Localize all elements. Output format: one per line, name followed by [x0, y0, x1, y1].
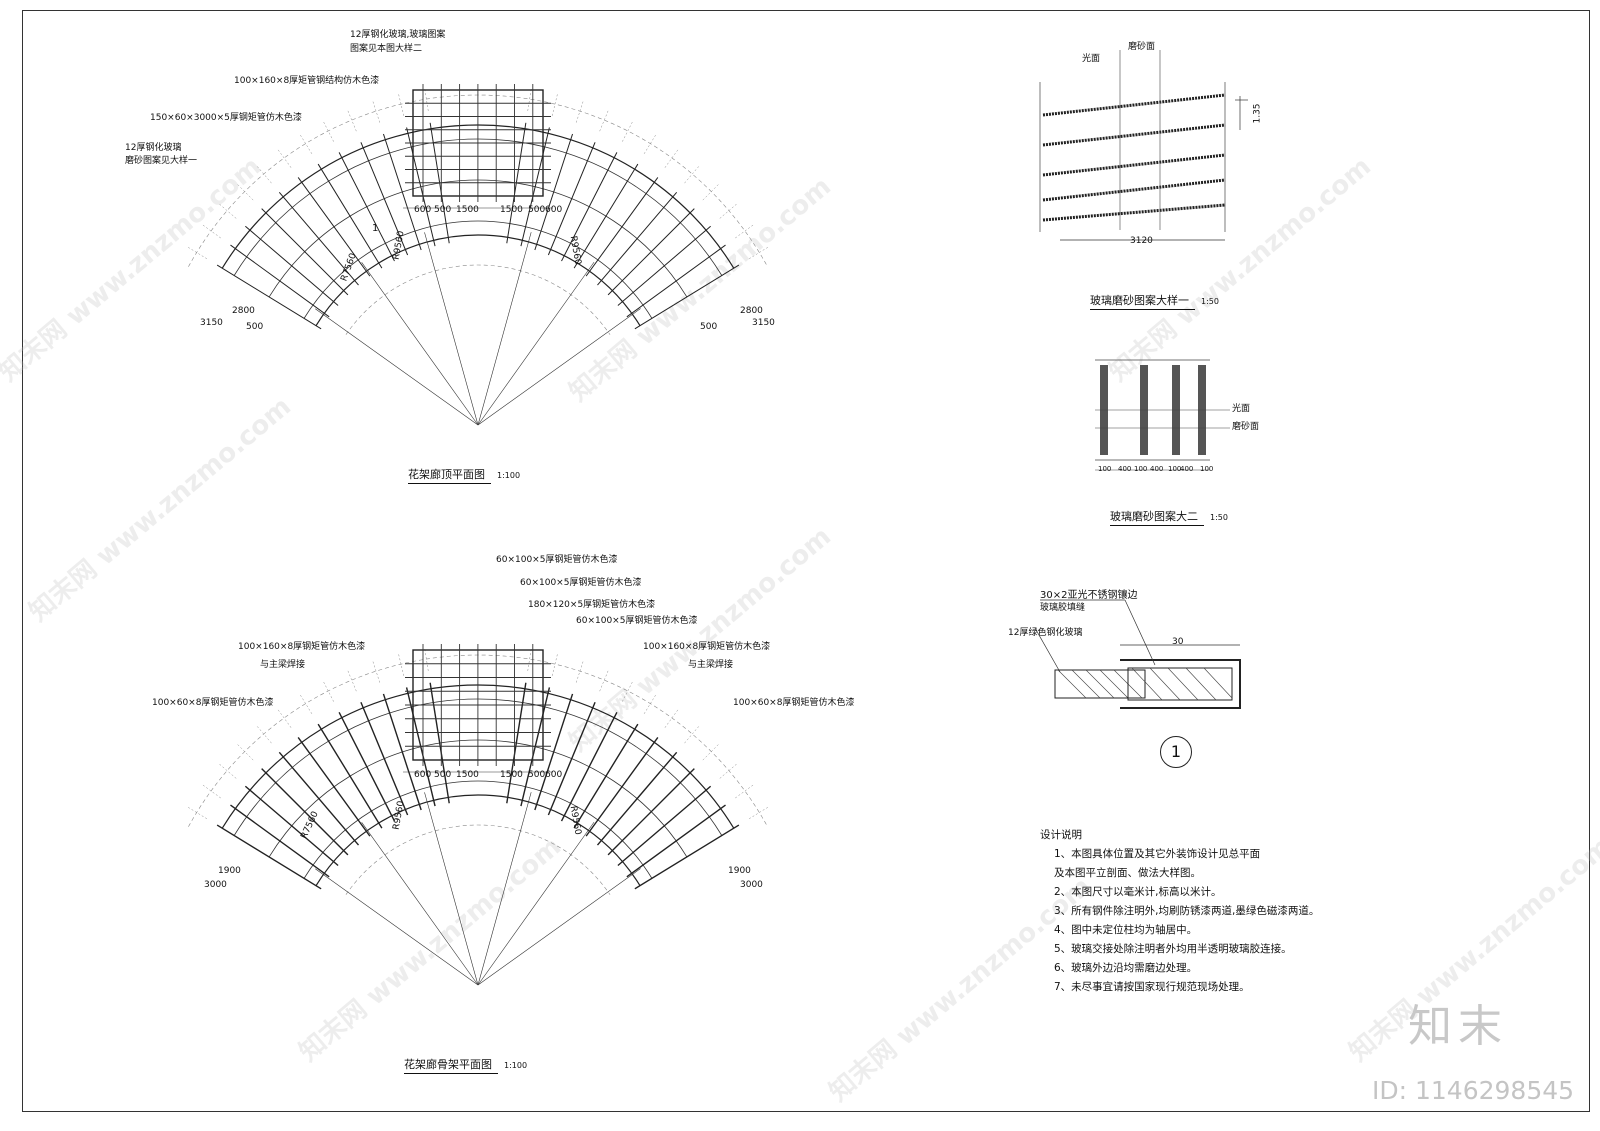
dim: 400: [1118, 465, 1132, 473]
top-plan-title: 花架廊顶平面图 1:100: [408, 466, 520, 484]
end-dim: 1900: [218, 866, 241, 876]
dim: 1500: [500, 770, 523, 780]
label-glass-top-sub: 图案见本图大样二: [350, 44, 423, 54]
label-bottom-left-1: 100×160×8厚钢矩管仿木色漆: [238, 642, 366, 652]
label-glass-top: 12厚钢化玻璃,玻璃图案: [350, 30, 446, 40]
top-plan-title-text: 花架廊顶平面图: [408, 466, 491, 484]
note-item: 2、本图尺寸以毫米计,标高以米计。: [1054, 886, 1222, 898]
bottom-plan-title-text: 花架廊骨架平面图: [404, 1056, 498, 1074]
end-dim: 3000: [740, 880, 763, 890]
dim: 500: [434, 770, 452, 780]
label-glass-left: 12厚钢化玻璃: [125, 143, 182, 153]
label-steel-edge: 30×2亚光不锈钢镶边: [1040, 590, 1138, 601]
sheet-frame: [22, 10, 1590, 1112]
note-item: 6、玻璃外边沿均需磨边处理。: [1054, 962, 1198, 974]
dim: 600: [414, 770, 432, 780]
label-bottom-right-3: 100×60×8厚钢矩管仿木色漆: [733, 698, 855, 708]
notes-heading: 设计说明: [1040, 829, 1082, 841]
label-bottom-right-2: 与主梁焊接: [688, 660, 734, 670]
top-plan-scale: 1:100: [497, 471, 521, 480]
end-dim: 2800: [740, 306, 763, 316]
label-bottom-2: 60×100×5厚钢矩管仿木色漆: [520, 578, 642, 588]
detail-two-drawing: [1095, 359, 1230, 471]
label-bottom-3: 180×120×5厚钢矩管仿木色漆: [528, 600, 656, 610]
label-green-glass: 12厚绿色钢化玻璃: [1008, 628, 1083, 638]
note-item: 1、本图具体位置及其它外装饰设计见总平面: [1054, 848, 1261, 860]
note-item: 7、未尽事宜请按国家现行规范现场处理。: [1054, 981, 1250, 993]
detail-one-side-dim: 1.35: [1252, 103, 1263, 124]
label-clear-face: 光面: [1232, 404, 1251, 414]
dim: 500: [528, 205, 546, 215]
dim: 100: [1098, 465, 1112, 473]
section-dim: 30: [1172, 637, 1184, 647]
label-bottom-left-2: 与主梁焊接: [260, 660, 306, 670]
brand-logo: 知末: [1408, 1001, 1508, 1052]
end-dim: 3150: [200, 318, 223, 328]
dim: 400: [1180, 465, 1194, 473]
label-beam-top: 100×160×8厚矩管钢结构仿木色漆: [234, 76, 380, 86]
end-dim: 1900: [728, 866, 751, 876]
label-clear-face: 光面: [1082, 54, 1101, 64]
bottom-plan-title: 花架廊骨架平面图 1:100: [404, 1056, 527, 1074]
end-dim: 3000: [204, 880, 227, 890]
top-plan-drawing: [186, 84, 770, 426]
note-item: 及本图平立剖面、做法大样图。: [1054, 867, 1201, 879]
dim: 600: [414, 205, 432, 215]
label-glue: 玻璃胶填缝: [1040, 603, 1086, 613]
detail-two-title-text: 玻璃磨砂图案大二: [1110, 508, 1204, 526]
dim: 1500: [500, 205, 523, 215]
bottom-plan-drawing: [186, 644, 770, 986]
detail-one-drawing: [1039, 50, 1248, 241]
dim: 600: [545, 770, 563, 780]
design-notes: 设计说明 1、本图具体位置及其它外装饰设计见总平面 及本图平立剖面、做法大样图。…: [1040, 826, 1319, 997]
end-dim: 3150: [752, 318, 775, 328]
end-dim: 500: [246, 322, 264, 332]
dim: 400: [1150, 465, 1164, 473]
dim: 100: [1134, 465, 1148, 473]
label-bottom-4: 60×100×5厚钢矩管仿木色漆: [576, 616, 698, 626]
bottom-plan-scale: 1:100: [504, 1061, 528, 1070]
dim: 1500: [456, 205, 479, 215]
detail-two-scale: 1:50: [1210, 513, 1228, 522]
label-glass-left-sub: 磨砂图案见大样一: [125, 156, 198, 166]
label-bottom-1: 60×100×5厚钢矩管仿木色漆: [496, 555, 618, 565]
detail-one-dim: 3120: [1130, 236, 1153, 246]
dim: 1500: [456, 770, 479, 780]
dim: 600: [545, 205, 563, 215]
section-reference-mark: 1: [1160, 736, 1192, 768]
section-mark: 1: [372, 223, 379, 234]
dim: 100: [1168, 465, 1182, 473]
detail-one-title: 玻璃磨砂图案大样一 1:50: [1090, 292, 1219, 310]
note-item: 4、图中未定位柱均为轴居中。: [1054, 924, 1198, 936]
label-bottom-right-1: 100×160×8厚钢矩管仿木色漆: [643, 642, 771, 652]
label-frost-face: 磨砂面: [1128, 42, 1156, 52]
dim: 500: [528, 770, 546, 780]
detail-two-title: 玻璃磨砂图案大二 1:50: [1110, 508, 1228, 526]
dim: 100: [1200, 465, 1214, 473]
note-item: 3、所有钢件除注明外,均刷防锈漆两道,墨绿色磁漆两道。: [1054, 905, 1320, 917]
label-frost-face: 磨砂面: [1232, 422, 1260, 432]
detail-one-title-text: 玻璃磨砂图案大样一: [1090, 292, 1195, 310]
end-dim: 2800: [232, 306, 255, 316]
label-beam-mid: 150×60×3000×5厚钢矩管仿木色漆: [150, 113, 302, 123]
note-item: 5、玻璃交接处除注明者外均用半透明玻璃胶连接。: [1054, 943, 1292, 955]
dim: 500: [434, 205, 452, 215]
detail-section-drawing: [1034, 599, 1241, 709]
label-bottom-left-3: 100×60×8厚钢矩管仿木色漆: [152, 698, 274, 708]
detail-one-scale: 1:50: [1201, 297, 1219, 306]
end-dim: 500: [700, 322, 718, 332]
image-id: ID: 1146298545: [1372, 1076, 1575, 1105]
